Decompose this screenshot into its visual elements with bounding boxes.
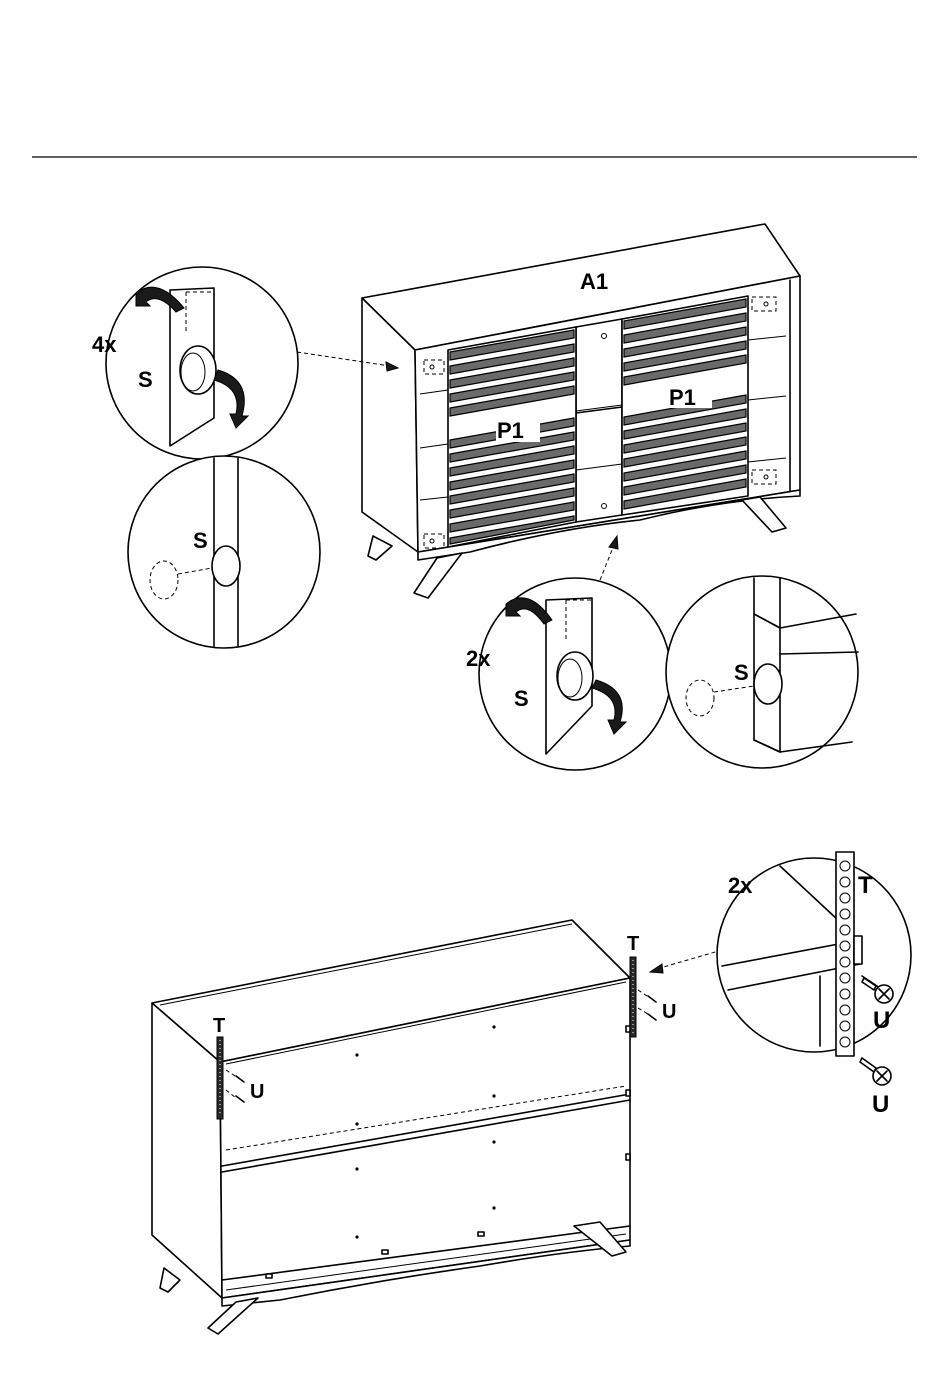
screws-right <box>638 990 656 1020</box>
qty-stoppers-side-label: 4x <box>92 332 117 357</box>
stopper-label-1: S <box>138 367 153 392</box>
door-left-label: P1 <box>497 418 524 443</box>
rail-label-left: T <box>213 1015 225 1037</box>
rail-right <box>630 957 636 1037</box>
screw-label-left: U <box>250 1081 264 1103</box>
cabinet-label: A1 <box>580 269 608 294</box>
screw-label-right: U <box>662 1001 676 1023</box>
door-right-label: P1 <box>669 385 696 410</box>
cabinet-back-view <box>152 920 722 1334</box>
rail-label-right: T <box>627 933 639 955</box>
stopper-label-4: S <box>734 660 749 685</box>
qty-stoppers-bottom-label: 2x <box>466 646 491 671</box>
stopper-label-2: S <box>193 528 208 553</box>
screw-label-detail-bottom: U <box>872 1091 889 1118</box>
detail-stopper-bottom-circle <box>479 578 671 770</box>
stopper-label-3: S <box>514 686 529 711</box>
screw-label-detail-top: U <box>873 1007 890 1034</box>
screw-detail-bottom <box>860 1058 891 1085</box>
cabinet-front-view <box>297 224 800 598</box>
rail-label-detail: T <box>858 872 873 899</box>
qty-rails-label: 2x <box>728 873 753 898</box>
detail-stopper-side-circle <box>106 267 298 459</box>
detail-stopper-side-closeup-circle <box>128 456 320 648</box>
detail-stopper-bottom-closeup-circle <box>666 576 858 768</box>
rail-left <box>217 1037 223 1119</box>
